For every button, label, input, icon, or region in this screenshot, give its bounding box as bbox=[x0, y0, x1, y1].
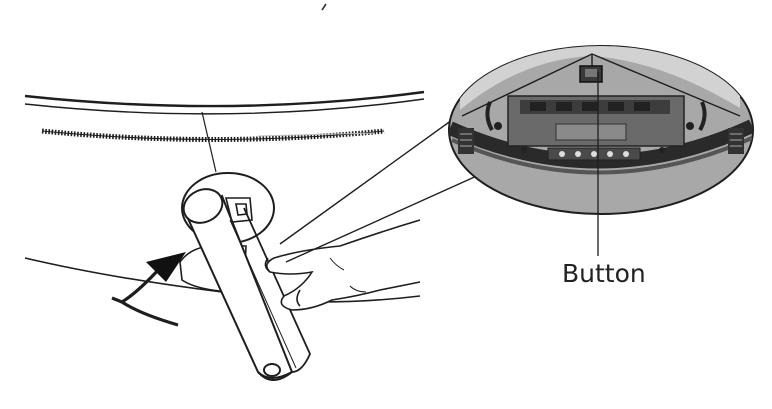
port bbox=[556, 102, 572, 111]
stand-arm-base-cap bbox=[263, 363, 281, 377]
rotation-arrow bbox=[111, 252, 186, 327]
zoom-detail bbox=[448, 45, 754, 215]
stand-arm-top-cap bbox=[182, 188, 224, 224]
rotation-arrow-head bbox=[146, 252, 186, 282]
monitor-top-edge-inner bbox=[24, 98, 425, 115]
monitor-bottom-edge bbox=[24, 257, 223, 293]
monitor-top-edge bbox=[24, 90, 425, 108]
port bbox=[608, 102, 624, 111]
hand bbox=[264, 219, 421, 311]
port bbox=[530, 102, 546, 111]
button-callout-label: Button bbox=[562, 259, 646, 288]
zoom-projection-lines bbox=[279, 119, 491, 263]
port bbox=[582, 102, 598, 111]
vent-grille bbox=[41, 128, 385, 142]
port bbox=[634, 102, 650, 111]
monitor-center-line bbox=[201, 111, 217, 173]
top-tick-mark bbox=[321, 3, 327, 11]
stand-arm bbox=[182, 188, 311, 381]
